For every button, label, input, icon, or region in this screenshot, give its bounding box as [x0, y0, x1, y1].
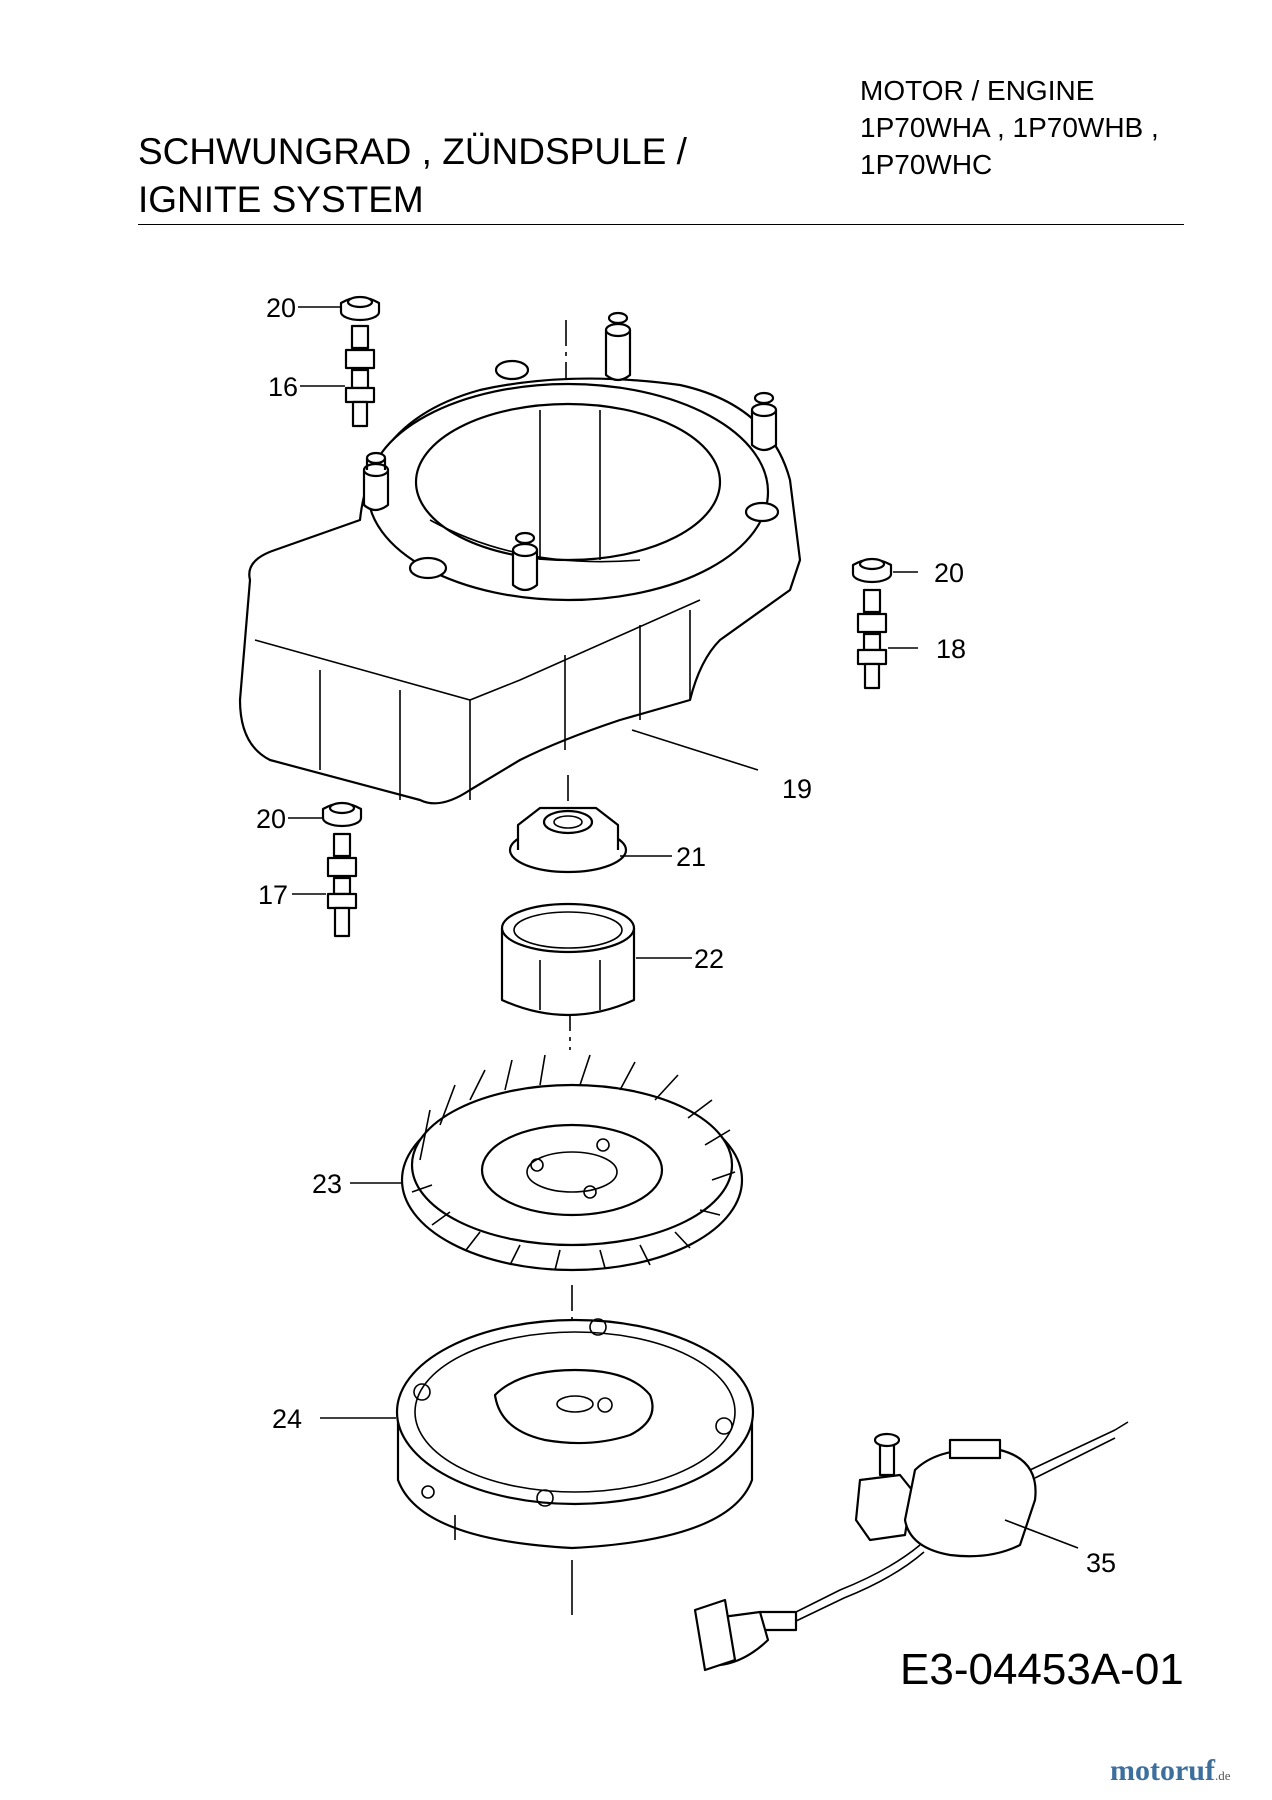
- drawing-code: E3-04453A-01: [900, 1645, 1184, 1694]
- callout-17: 17: [258, 880, 288, 910]
- callout-19: 19: [782, 774, 812, 804]
- part-20-cap-nut-left[interactable]: [321, 801, 363, 828]
- callout-22: 22: [694, 944, 724, 974]
- leader-lines: [288, 306, 1079, 1549]
- part-19-blower-housing[interactable]: [238, 311, 802, 805]
- engine-info: MOTOR / ENGINE 1P70WHA , 1P70WHB , 1P70W…: [860, 72, 1159, 183]
- part-16-stud[interactable]: [344, 324, 376, 428]
- callout-16: 16: [268, 372, 298, 402]
- callout-20-left: 20: [256, 804, 286, 834]
- motoruf-logo[interactable]: motoruf.de: [1110, 1754, 1231, 1788]
- title-line-1: SCHWUNGRAD , ZÜNDSPULE /: [138, 131, 687, 172]
- part-18-stud[interactable]: [856, 588, 888, 690]
- part-35-ignition-coil[interactable]: [693, 1421, 1129, 1672]
- logo-suffix: .de: [1214, 1768, 1231, 1783]
- part-23-cooling-fan[interactable]: [400, 1054, 744, 1272]
- part-17-stud[interactable]: [326, 832, 358, 938]
- callout-20-right: 20: [934, 558, 964, 588]
- part-22-starter-cup[interactable]: [500, 902, 636, 1017]
- part-20-cap-nut-right[interactable]: [851, 557, 893, 584]
- part-20-cap-nut-top[interactable]: [339, 295, 381, 322]
- page-title: SCHWUNGRAD , ZÜNDSPULE / IGNITE SYSTEM: [138, 128, 687, 224]
- callout-35: 35: [1086, 1548, 1116, 1578]
- header-divider: [138, 224, 1184, 225]
- callout-24: 24: [272, 1404, 302, 1434]
- callout-20-top: 20: [266, 293, 296, 323]
- engine-line-1: MOTOR / ENGINE: [860, 75, 1095, 106]
- callout-23: 23: [312, 1169, 342, 1199]
- logo-main: motoruf: [1110, 1754, 1215, 1787]
- callout-18: 18: [936, 634, 966, 664]
- callout-21: 21: [676, 842, 706, 872]
- part-24-flywheel[interactable]: [395, 1318, 755, 1550]
- engine-line-2: 1P70WHA , 1P70WHB ,: [860, 112, 1159, 143]
- part-21-flange-nut[interactable]: [508, 806, 628, 874]
- engine-line-3: 1P70WHC: [860, 149, 993, 180]
- title-line-2: IGNITE SYSTEM: [138, 179, 424, 220]
